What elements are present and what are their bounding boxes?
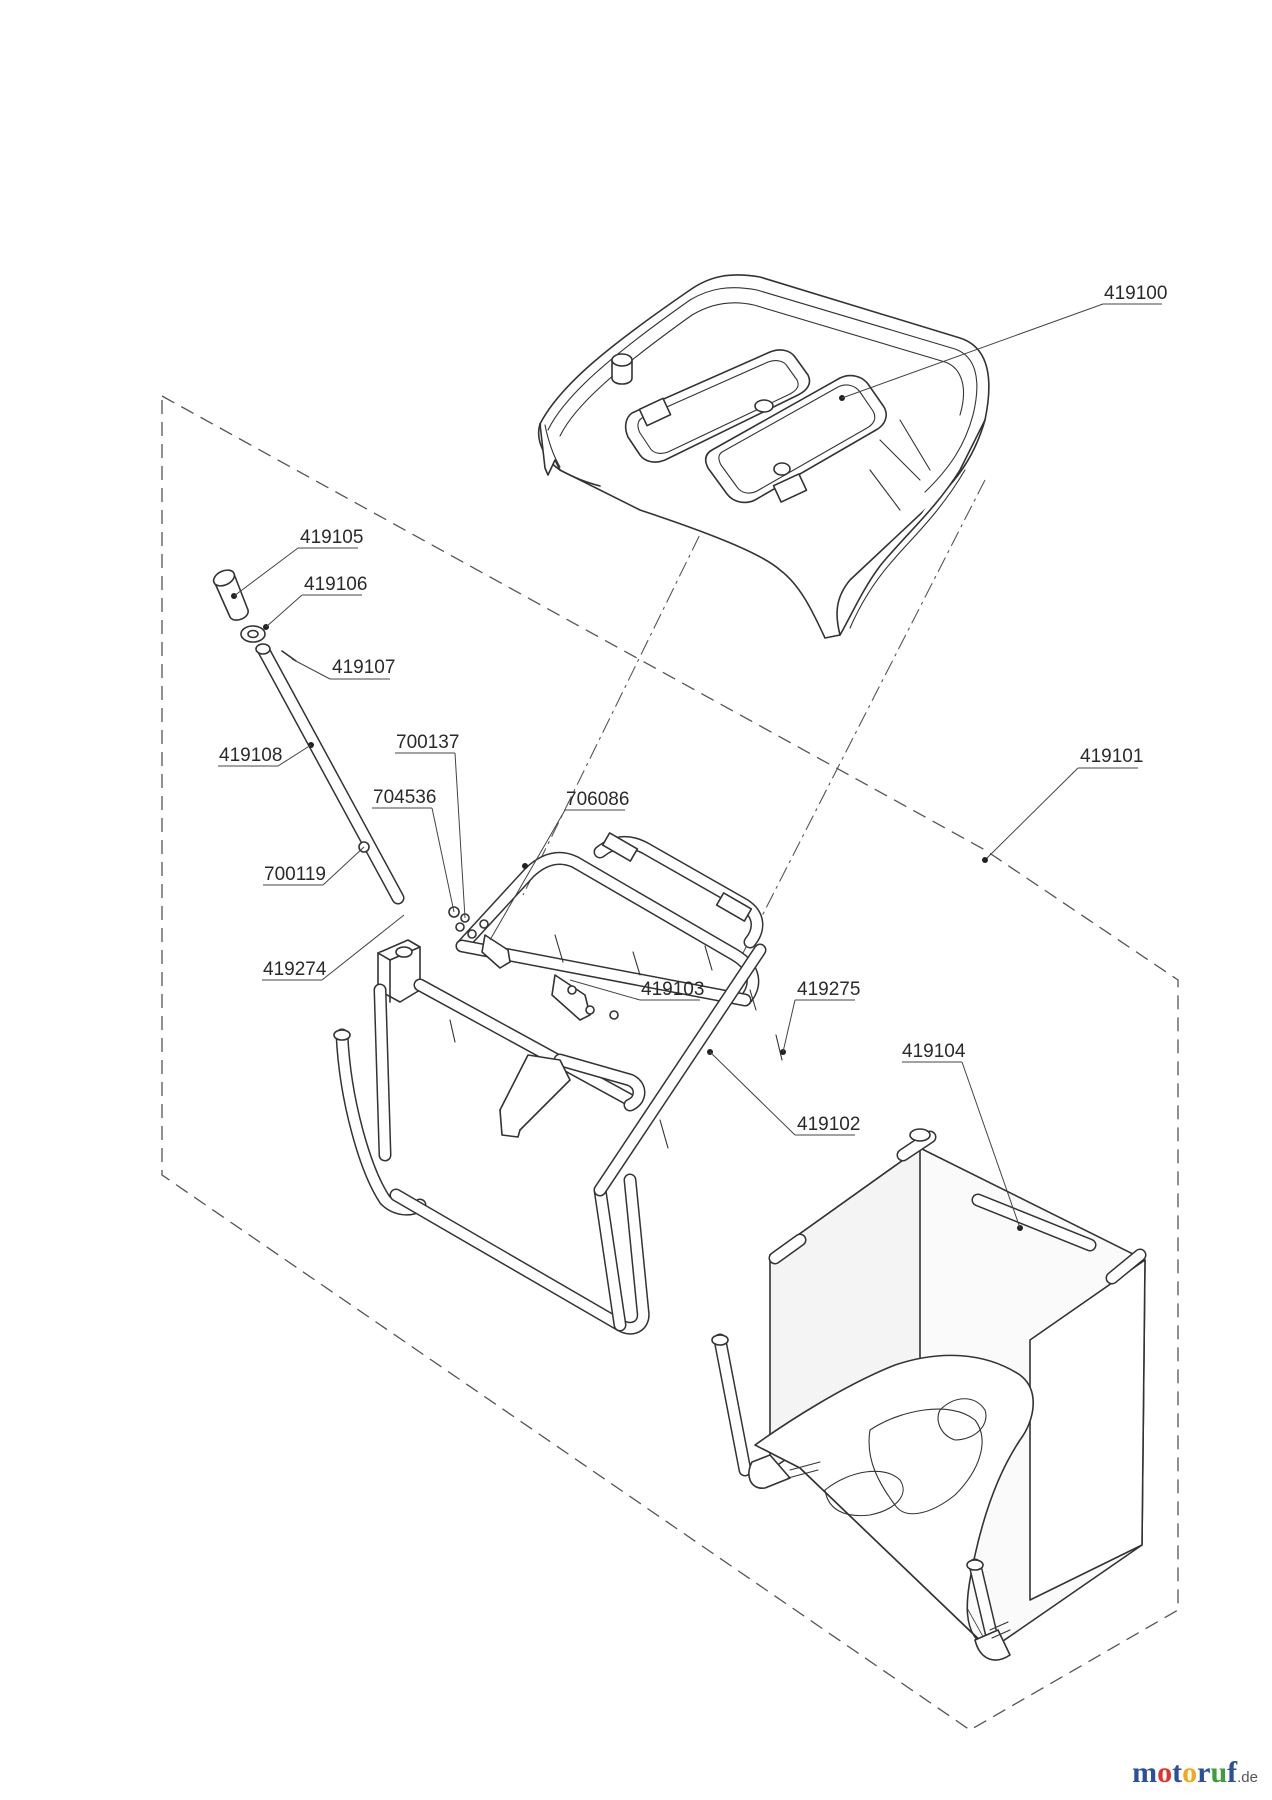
hood-window-left xyxy=(624,349,811,463)
label-419101: 419101 xyxy=(1080,746,1143,767)
callout-419107: 419107 xyxy=(291,657,395,680)
washer-part[interactable] xyxy=(448,906,477,939)
label-419103: 419103 xyxy=(641,979,704,1000)
label-419107: 419107 xyxy=(332,657,395,678)
label-700119: 700119 xyxy=(264,864,326,885)
callout-700119: 700119 xyxy=(263,846,365,886)
callout-419101: 419101 xyxy=(982,746,1143,863)
label-419275: 419275 xyxy=(797,979,860,1000)
handle-rod-part[interactable] xyxy=(255,643,405,905)
grass-bag-part[interactable] xyxy=(711,1128,1147,1661)
callout-419104: 419104 xyxy=(902,1041,1021,1229)
alignment-line-hood-right xyxy=(741,479,986,956)
handle-grip-part[interactable] xyxy=(211,567,249,621)
callout-419105: 419105 xyxy=(233,527,363,597)
hood-part[interactable] xyxy=(538,274,990,639)
logo-letter: o xyxy=(1182,1756,1198,1789)
callout-419103: 419103 xyxy=(569,979,704,1001)
logo-letter: f xyxy=(1227,1756,1238,1789)
logo-letter: o xyxy=(1157,1756,1173,1789)
assembly-outline xyxy=(161,394,1179,1731)
handle-knob-part[interactable] xyxy=(240,624,269,643)
label-419274: 419274 xyxy=(263,959,327,980)
callout-419102: 419102 xyxy=(709,1051,860,1136)
callout-419100: 419100 xyxy=(841,283,1167,399)
callout-419108: 419108 xyxy=(218,744,312,767)
motoruf-logo: motoruf.de xyxy=(1132,1756,1258,1790)
upper-frame-screws xyxy=(554,934,713,976)
callout-700137: 700137 xyxy=(395,732,466,919)
logo-letter: u xyxy=(1210,1756,1228,1789)
label-419108: 419108 xyxy=(219,745,282,766)
label-419105: 419105 xyxy=(300,527,363,548)
logo-letter: t xyxy=(1172,1756,1183,1789)
logo-letter: m xyxy=(1132,1756,1158,1789)
alignment-line-hood-left xyxy=(522,509,713,896)
logo-suffix: .de xyxy=(1237,1769,1258,1786)
lower-frame-part[interactable] xyxy=(333,943,767,1335)
clip-part[interactable] xyxy=(481,934,619,1021)
label-419100: 419100 xyxy=(1104,283,1167,304)
label-706086: 706086 xyxy=(566,789,629,810)
hood-window-right xyxy=(704,374,887,504)
callout-706086: 706086 xyxy=(489,789,629,941)
callout-419274: 419274 xyxy=(262,914,405,981)
callout-704536: 704536 xyxy=(372,787,455,913)
upper-frame-part[interactable] xyxy=(455,832,764,1007)
label-704536: 704536 xyxy=(373,787,436,808)
label-419106: 419106 xyxy=(304,574,367,595)
callout-419275: 419275 xyxy=(782,979,860,1053)
frame-bolt-part[interactable] xyxy=(749,989,786,1061)
label-419104: 419104 xyxy=(902,1041,966,1062)
callout-419106: 419106 xyxy=(265,574,367,628)
label-700137: 700137 xyxy=(396,732,459,753)
label-419102: 419102 xyxy=(797,1114,860,1135)
logo-letter: r xyxy=(1197,1756,1211,1789)
